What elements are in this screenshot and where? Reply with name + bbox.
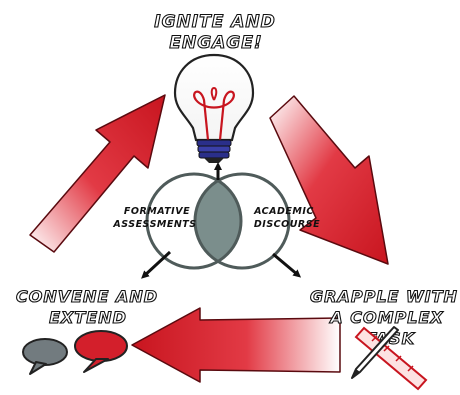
arrow-convene-to-ignite	[29, 94, 166, 253]
venn-overlap	[194, 179, 242, 263]
venn-diagram: FORMATIVE ASSESSMENTS ACADEMIC DISCOURSE	[112, 172, 320, 270]
ignite-label-line1: IGNITE AND	[154, 12, 275, 32]
connector-left-arrow	[141, 250, 172, 279]
grapple-label-line2: A COMPLEX	[328, 308, 443, 327]
pencil-ruler-icon	[351, 326, 428, 391]
lightbulb-icon	[173, 53, 255, 163]
speech-bubbles-icon	[22, 330, 128, 375]
venn-circle-right	[193, 172, 291, 270]
academic-label-line2: DISCOURSE	[254, 219, 320, 230]
grapple-label-line1: GRAPPLE WITH	[310, 287, 458, 306]
arrow-grapple-to-convene	[131, 307, 341, 383]
formative-label-line1: FORMATIVE	[124, 206, 190, 217]
ignite-label-line2: ENGAGE!	[169, 33, 262, 53]
venn-circle-left	[145, 172, 243, 270]
academic-label-line1: ACADEMIC	[253, 206, 314, 217]
arrow-ignite-to-grapple	[269, 95, 389, 265]
connector-right-arrow	[272, 252, 302, 278]
formative-label-line2: ASSESSMENTS	[112, 219, 196, 230]
convene-label-line1: CONVENE AND	[16, 287, 158, 306]
convene-label-line2: EXTEND	[49, 308, 127, 327]
